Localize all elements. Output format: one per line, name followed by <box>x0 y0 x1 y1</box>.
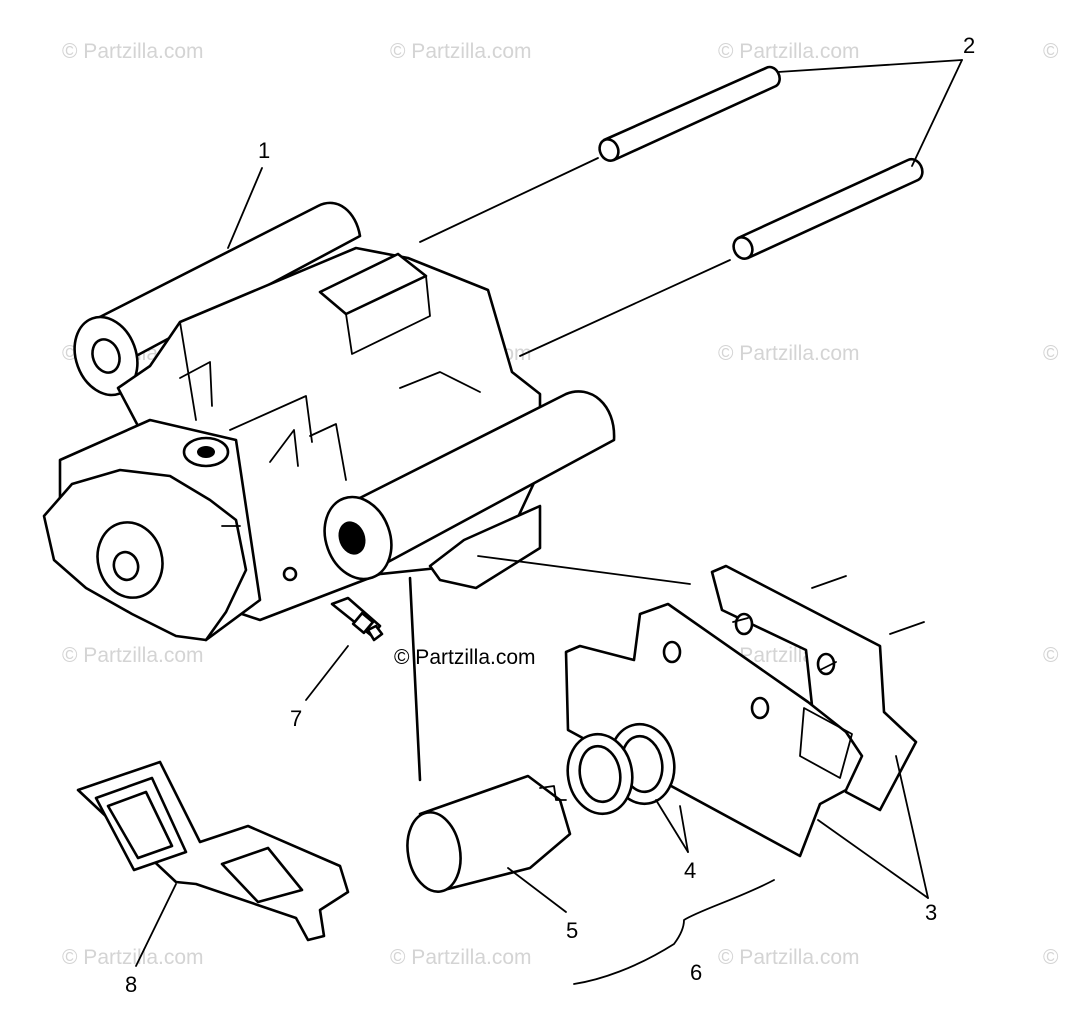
watermark: © Partzilla.com <box>718 40 860 63</box>
callout-4[interactable]: 4 <box>684 858 696 883</box>
plate-centerline <box>819 661 837 671</box>
pin-lower[interactable] <box>730 157 924 262</box>
plate-centerline <box>732 617 749 623</box>
watermark: © Partzilla.com <box>62 644 204 667</box>
gear-case-housing[interactable] <box>42 201 616 642</box>
center-watermark: © Partzilla.com <box>394 646 536 669</box>
shaft-centerline <box>408 576 422 782</box>
callout-5[interactable]: 5 <box>566 918 578 943</box>
plate-centerline <box>811 575 847 589</box>
callout-7[interactable]: 7 <box>290 706 302 731</box>
bracket[interactable] <box>76 760 350 942</box>
bushing[interactable] <box>401 774 572 896</box>
oil-seals[interactable] <box>562 719 681 819</box>
callout-6[interactable]: 6 <box>690 960 702 985</box>
callout-1[interactable]: 1 <box>258 138 270 163</box>
watermark: © <box>1043 40 1059 63</box>
callout-8[interactable]: 8 <box>125 972 137 997</box>
pin-centerline <box>419 157 599 243</box>
plate-centerline <box>477 555 691 585</box>
callout-2[interactable]: 2 <box>963 33 975 58</box>
pin-upper[interactable] <box>596 65 781 164</box>
watermark: © Partzilla.com <box>62 40 204 63</box>
leader-lines <box>135 59 963 985</box>
watermark: © <box>1043 946 1059 969</box>
fitting[interactable] <box>330 596 384 642</box>
pin-centerline <box>519 259 731 357</box>
watermark: © Partzilla.com <box>390 40 532 63</box>
watermark: © <box>1043 342 1059 365</box>
watermark: © Partzilla.com <box>718 946 860 969</box>
plate-centerline <box>889 621 925 635</box>
watermark: © <box>1043 644 1059 667</box>
watermark: © Partzilla.com <box>718 342 860 365</box>
cover-plate-front[interactable] <box>564 602 864 858</box>
watermark: © Partzilla.com <box>62 946 204 969</box>
watermark: © Partzilla.com <box>390 946 532 969</box>
callout-3[interactable]: 3 <box>925 900 937 925</box>
